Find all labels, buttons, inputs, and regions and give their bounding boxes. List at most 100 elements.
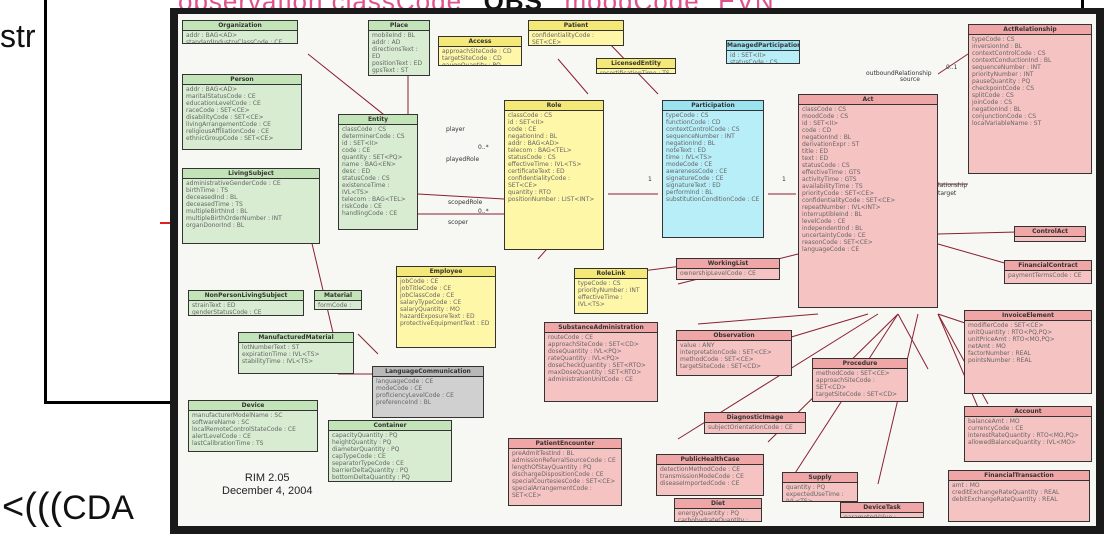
class-attribute: priorityNumber : INT: [578, 287, 640, 294]
class-attribute: splitCode : CS: [972, 92, 1014, 99]
class-attribute: performInd : BL: [666, 189, 713, 196]
class-attribute: languageCode : CE: [802, 246, 860, 253]
class-attribute: targetSiteCode : SET<CD>: [816, 391, 898, 398]
class-attribute: interpretationCode : SET<CE>: [680, 349, 772, 356]
class-name: WorkingList: [677, 259, 779, 269]
class-attribute: modeCode : CE: [376, 385, 423, 392]
class-attribute: subjectOrientationCode : CE: [708, 424, 793, 431]
class-attributes: formCode : CE: [315, 301, 361, 309]
class-attribute: mobileInd : BL: [372, 32, 416, 39]
class-attribute: quantity : PQ: [786, 484, 826, 491]
class-attribute: directionsText : ED: [372, 46, 418, 60]
label-scoper: scoper: [448, 219, 469, 226]
class-attribute: maxDoseQuantity : SET<RTO>: [548, 369, 642, 376]
class-attribute: riskCode : CE: [342, 203, 382, 210]
class-attribute: availabilityTime : TS: [802, 183, 863, 190]
class-attribute: certificateText : ED: [508, 168, 565, 175]
class-attribute: heightQuantity : PQ: [332, 439, 392, 446]
class-attribute: confidentialityCode : SET<CE>: [508, 175, 571, 189]
class-attribute: substitutionConditionCode : CE: [666, 196, 760, 203]
class-attribute: confidentialityCode : SET<CE>: [532, 32, 595, 46]
class-attributes: methodCode : SET<CE>approachSiteCode : S…: [813, 369, 907, 399]
label-player: player: [446, 126, 465, 133]
class-attribute: gaugeQuantity : PQ: [442, 62, 501, 66]
class-attribute: ethnicGroupCode : SET<CE>: [186, 135, 274, 142]
class-name: Participation: [663, 101, 763, 111]
mult-role-participation: 1: [648, 176, 652, 183]
class-attribute: raceCode : SET<CE>: [186, 107, 250, 114]
class-attribute: effectiveTime : IVL<TS>: [508, 161, 582, 168]
class-attribute: multipleBirthOrderNumber : INT: [186, 215, 282, 222]
class-name: ManagedParticipation: [727, 41, 799, 51]
class-attribute: barrierDeltaQuantity : PQ: [332, 467, 409, 474]
rim-date: December 4, 2004: [222, 485, 313, 497]
class-attribute: approachSiteCode : SET<CD>: [816, 377, 875, 391]
class-attribute: diseaseImportedCode : CE: [660, 480, 740, 487]
class-attributes: id : SET<II>statusCode : CS: [727, 51, 799, 63]
class-attribute: pauseQuantity : PQ: [972, 78, 1031, 85]
class-attribute: birthTime : TS: [186, 187, 229, 194]
class-attribute: handlingCode : CE: [342, 210, 398, 217]
link-subadmin-act: [697, 313, 819, 325]
class-attribute: statusCode : CS: [342, 175, 390, 182]
class-attribute: specialArrangementCode : SET<CE>: [512, 485, 592, 499]
class-attribute: independentInd : BL: [802, 225, 863, 232]
class-attribute: approachSiteCode : CD: [442, 48, 512, 55]
class-attribute: activityTime : GTS: [802, 176, 857, 183]
class-attribute: allowedBalanceQuantity : IVL<MO>: [968, 439, 1076, 446]
label-outbound: outboundRelationship: [866, 70, 932, 77]
class-attribute: negationInd : BL: [802, 134, 852, 141]
mult-act-source: 0..1: [946, 64, 958, 71]
class-attribute: expectedUseTime : IVL<TS>: [786, 491, 844, 502]
class-attribute: diameterQuantity : PQ: [332, 446, 400, 453]
class-name: Diet: [675, 499, 761, 509]
class-attribute: telecom : BAG<TEL>: [342, 196, 406, 203]
class-attribute: proficiencyLevelCode : CE: [376, 392, 454, 399]
class-attributes: confidentialityCode : SET<CE>veryImporta…: [529, 31, 623, 46]
class-name: Person: [183, 75, 301, 85]
class-name: Device: [189, 401, 317, 411]
class-attribute: formCode : CE: [318, 302, 352, 309]
class-attribute: standardIndustryClassCode : CE: [186, 39, 283, 44]
class-attribute: methodCode : SET<CE>: [816, 370, 890, 377]
class-attribute: salaryQuantity : MO: [400, 306, 460, 313]
link-invoice-act: [937, 313, 969, 325]
class-attribute: determinerCode : CS: [342, 133, 405, 140]
class-name: SubstanceAdministration: [545, 323, 657, 333]
class-attribute: addr : BAG<AD>: [186, 86, 238, 93]
class-attribute: softwareName : SC: [192, 419, 250, 426]
class-name: InvoiceElement: [965, 311, 1091, 321]
class-name: DeviceTask: [841, 503, 923, 513]
class-attribute: uncertaintyCode : CE: [802, 232, 866, 239]
class-attribute: positionNumber : LIST<INT>: [508, 196, 595, 203]
class-control-act: ControlAct: [1014, 226, 1086, 242]
class-attribute: strainText : ED: [192, 302, 236, 309]
class-attribute: negationInd : BL: [508, 133, 558, 140]
class-attribute: doseQuantity : IVL<PQ>: [548, 348, 622, 355]
class-name: Role: [505, 101, 603, 111]
